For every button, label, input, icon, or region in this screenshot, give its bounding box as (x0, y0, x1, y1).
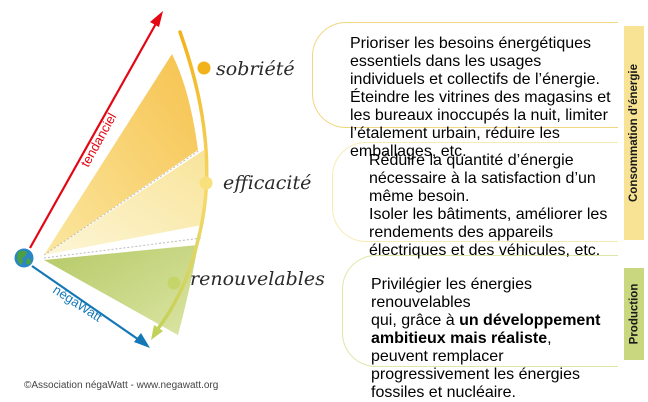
globe-land (17, 250, 31, 265)
sobriety-card (312, 22, 618, 128)
renewables-heading: Privilégier les énergies renouvelables (371, 276, 532, 311)
production-side-label: Production (624, 268, 644, 360)
curve-arrowhead (151, 325, 163, 340)
consumption-label-text: Consommation d’énergie (628, 63, 640, 203)
renewables-text: Privilégier les énergies renouvelables q… (371, 276, 611, 402)
trend-arrow (29, 19, 159, 249)
sobriety-wedge (44, 54, 198, 255)
separator-eff-ren (43, 237, 203, 259)
efficiency-body: nécessaire à la satisfaction d’un même b… (369, 170, 596, 205)
renewables-body-bold: un développement ambitieux mais réaliste (371, 312, 601, 347)
efficiency-text: Réduire la quantité d’énergie nécessaire… (369, 152, 609, 260)
renewables-card (342, 255, 618, 367)
renewables-label: renouvelables (190, 268, 325, 290)
sobriety-label: sobriété (216, 58, 295, 80)
efficiency-card (332, 142, 618, 242)
efficiency-wedge (44, 150, 206, 255)
progression-curve (155, 30, 209, 332)
consumption-side-label: Consommation d’énergie (624, 26, 644, 240)
separator-sob-eff (43, 149, 201, 256)
sobriety-example: Éteindre les vitrines des magasins et le… (350, 89, 611, 160)
sobriety-heading: Prioriser les besoins énergétiques essen… (350, 35, 592, 70)
renewables-dot (167, 276, 181, 290)
renewables-body-1: qui, grâce à (371, 312, 460, 329)
credit-line: ©Association négaWatt - www.negawatt.org (24, 380, 219, 391)
sobriety-text: Prioriser les besoins énergétiques essen… (350, 35, 612, 161)
sobriety-body: dans les usages individuels et collectif… (350, 53, 600, 88)
renewables-wedge (44, 245, 198, 335)
efficiency-label: efficacité (223, 172, 312, 194)
production-label-text: Production (628, 283, 641, 345)
efficiency-dot (199, 176, 213, 190)
efficiency-heading: Réduire la quantité d’énergie (369, 152, 574, 169)
negawatt-arrowhead (134, 333, 150, 348)
sobriety-dot (197, 61, 211, 75)
efficiency-example: Isoler les bâtiments, améliorer les rend… (369, 206, 608, 259)
negawatt-arrow (31, 265, 143, 343)
trend-arrowhead (150, 11, 163, 27)
